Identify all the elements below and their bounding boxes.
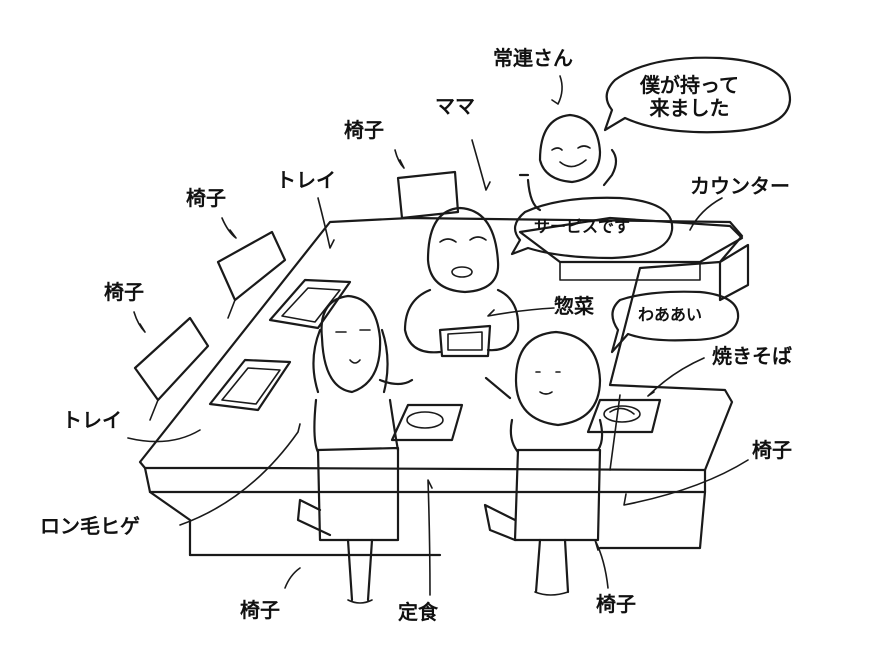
bubble-mama — [510, 196, 674, 260]
bubble-regular-text: 僕が持って 来ました — [640, 74, 739, 120]
label-chair-left-upper: 椅子 — [186, 186, 226, 210]
label-tray-left: トレイ — [62, 408, 122, 432]
long-hair-beard-figure — [312, 294, 414, 454]
bubble-girl — [610, 290, 740, 354]
label-yakisoba: 焼きそば — [712, 344, 792, 368]
label-regular-customer: 常連さん — [493, 46, 573, 70]
bubble-mama-text: サービスです — [534, 217, 631, 236]
label-side-dish: 惣菜 — [554, 294, 594, 318]
girl-figure — [484, 330, 604, 454]
tray-left-top — [268, 278, 352, 330]
bubble-regular-line1: 僕が持って — [640, 73, 739, 97]
label-counter: カウンター — [690, 174, 790, 198]
label-chair-top: 椅子 — [344, 118, 384, 142]
chair-left-middle — [133, 316, 210, 421]
chair-back-top — [396, 170, 460, 220]
label-chair-right: 椅子 — [752, 438, 792, 462]
counter — [518, 216, 744, 281]
counter-table — [138, 216, 750, 557]
label-chair-bottom-left: 椅子 — [240, 598, 280, 622]
label-set-meal: 定食 — [398, 600, 438, 624]
leader-lines — [127, 75, 749, 596]
tray-left-bottom — [208, 358, 292, 412]
bubble-girl-text: わああい — [638, 305, 703, 324]
label-tray-top: トレイ — [276, 168, 336, 192]
label-chair-left-mid: 椅子 — [104, 280, 144, 304]
label-long-hair-beard: ロン毛ヒゲ — [40, 514, 140, 538]
tray-center — [390, 403, 464, 442]
bubble-regular — [603, 56, 792, 134]
regular-customer-figure — [518, 113, 618, 212]
label-chair-bottom-right: 椅子 — [596, 592, 636, 616]
chair-front-left — [296, 446, 400, 604]
chair-left-upper — [216, 230, 287, 319]
mama-figure — [403, 206, 520, 358]
bubble-regular-line2: 来ました — [649, 96, 730, 120]
label-mama: ママ — [435, 94, 475, 118]
tray-right — [586, 398, 662, 434]
chair-front-right — [483, 448, 602, 596]
